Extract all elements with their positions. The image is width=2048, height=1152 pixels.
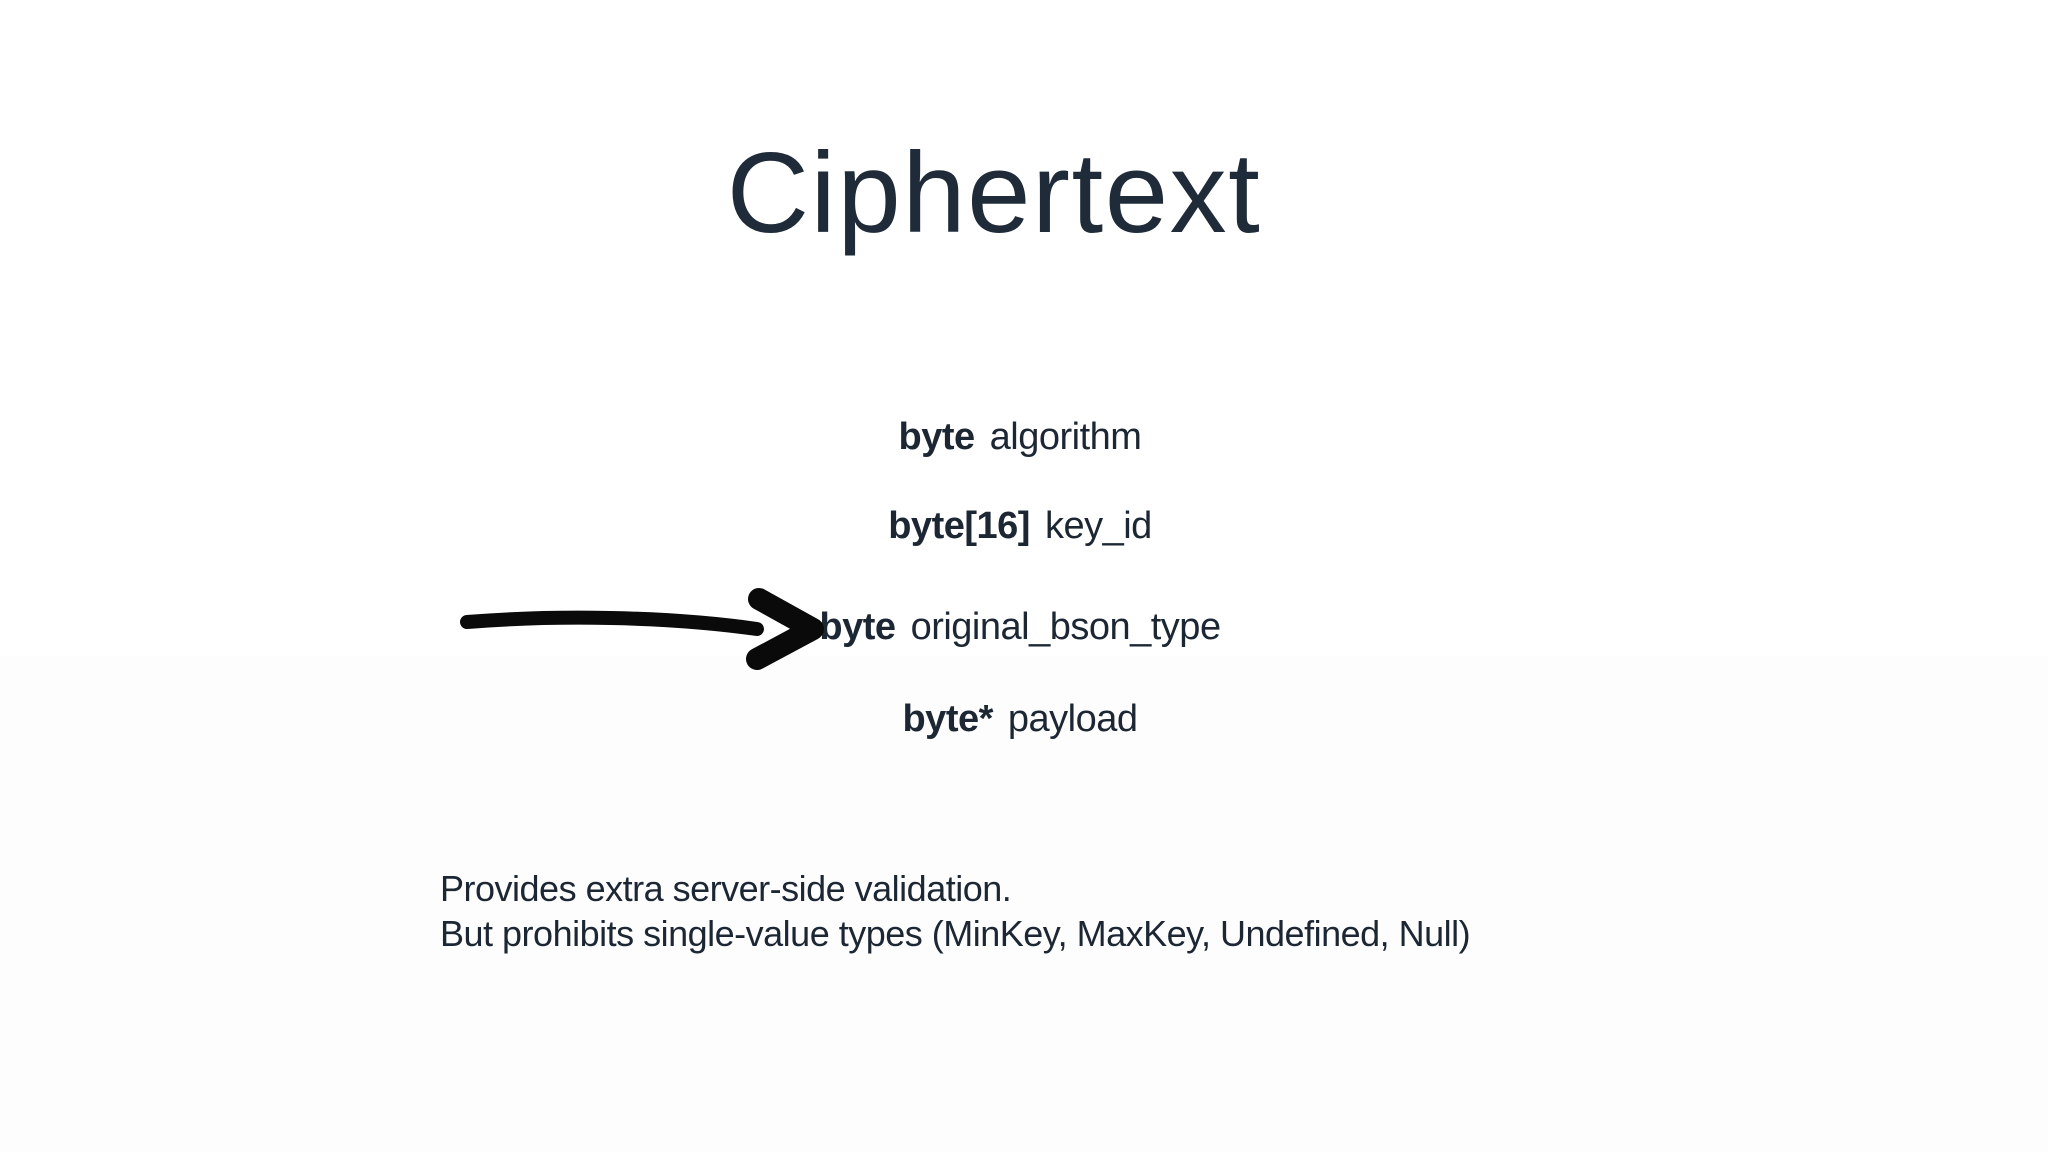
field-row-payload: byte* payload — [0, 696, 2040, 742]
field-type: byte* — [902, 698, 993, 740]
note-line-2: But prohibits single-value types (MinKey… — [440, 913, 1471, 954]
field-row-key-id: byte[16] key_id — [0, 503, 2040, 549]
slide-title: Ciphertext — [726, 130, 1262, 257]
slide-notes: Provides extra server-side validation. B… — [440, 866, 1471, 956]
note-line-1: Provides extra server-side validation. — [440, 868, 1012, 909]
field-row-algorithm: byte algorithm — [0, 414, 2040, 460]
field-row-original-bson-type: byte original_bson_type — [0, 604, 2040, 650]
field-type: byte — [898, 416, 976, 458]
field-type: byte[16] — [888, 505, 1030, 547]
field-name: payload — [1007, 698, 1138, 740]
field-name: original_bson_type — [910, 606, 1222, 648]
field-type: byte — [819, 606, 896, 648]
hand-drawn-arrow-icon — [455, 585, 835, 677]
field-name: algorithm — [989, 416, 1142, 458]
field-name: key_id — [1044, 505, 1152, 547]
